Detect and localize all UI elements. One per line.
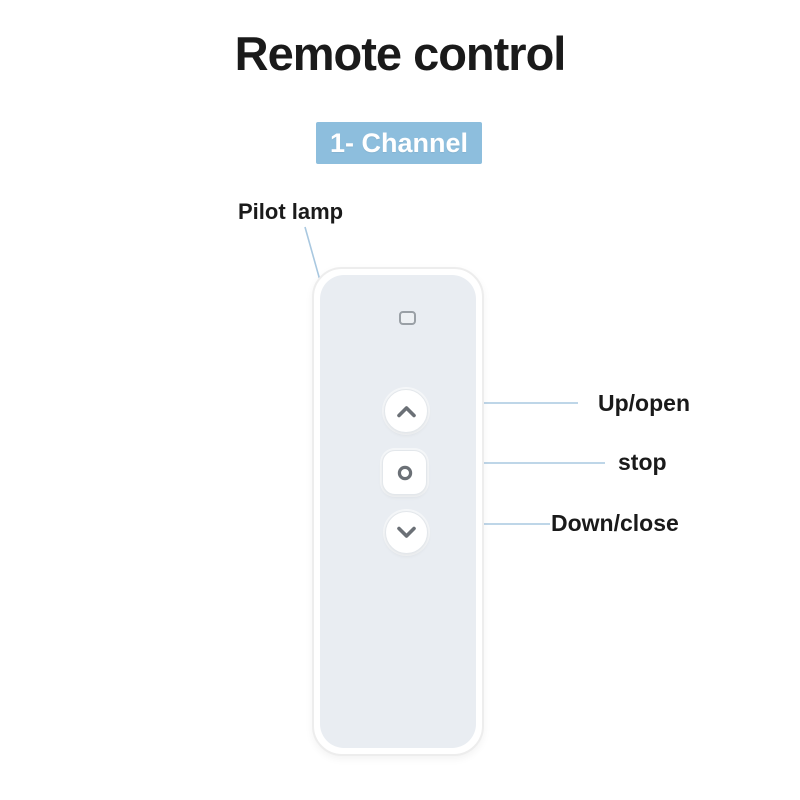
- chevron-up-icon: [396, 405, 417, 418]
- remote-body: [312, 267, 484, 756]
- stop-button: [382, 450, 427, 495]
- down-button: [385, 511, 428, 554]
- channel-badge: 1- Channel: [316, 122, 482, 164]
- down-close-label: Down/close: [551, 510, 679, 536]
- circle-icon: [396, 464, 414, 482]
- chevron-down-icon: [396, 526, 417, 539]
- remote-panel: [320, 275, 476, 748]
- up-button: [384, 389, 428, 433]
- pilot-lamp-label: Pilot lamp: [238, 199, 344, 224]
- page-title: Remote control: [234, 27, 567, 80]
- pilot-lamp-led: [399, 311, 416, 325]
- up-open-label: Up/open: [598, 390, 690, 416]
- stop-label: stop: [618, 449, 667, 475]
